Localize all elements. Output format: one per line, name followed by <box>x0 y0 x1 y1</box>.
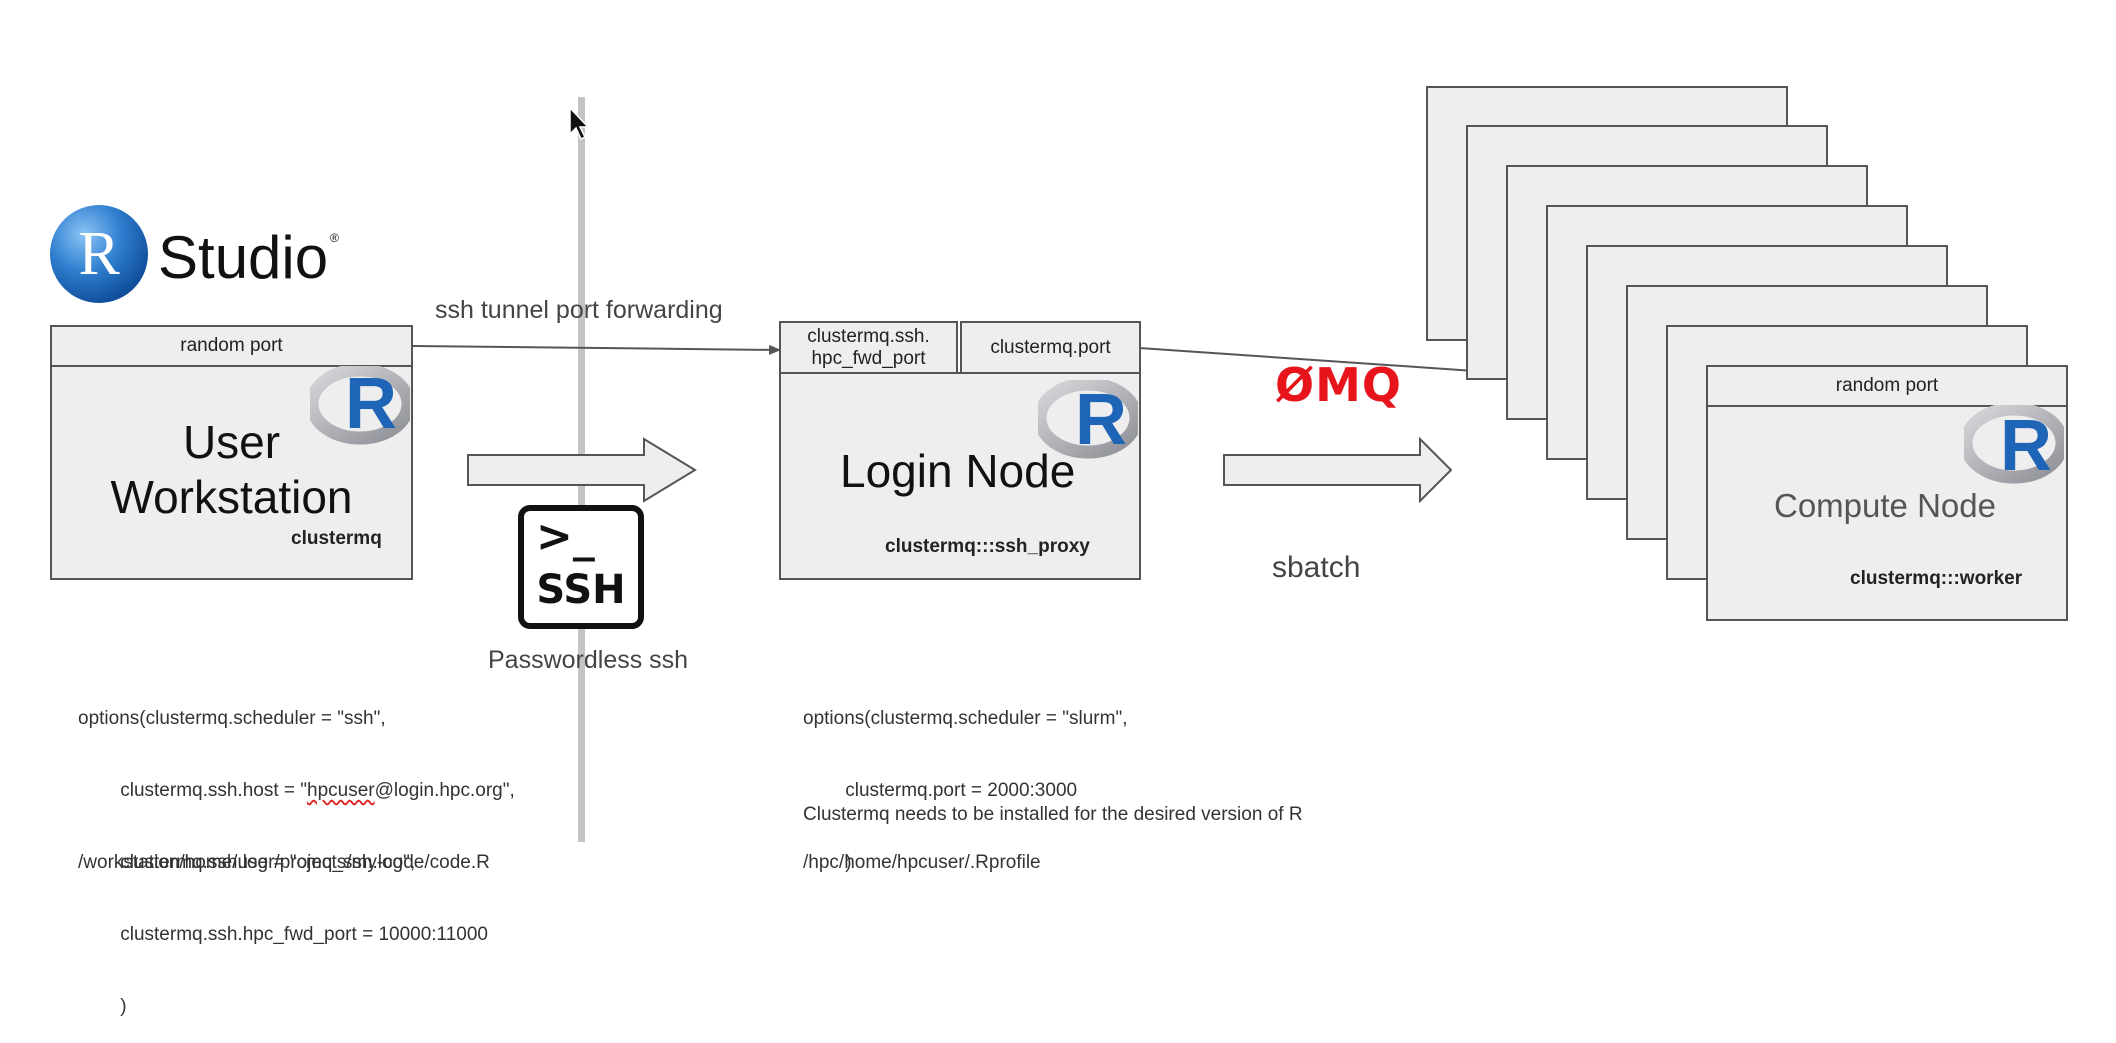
compute-node-subtitle: clustermq:::worker <box>1850 568 2023 589</box>
login-node-title: Login Node <box>840 445 1076 497</box>
r-logo-letter: R <box>345 364 397 444</box>
ssh-tunnel-label: ssh tunnel port forwarding <box>435 296 723 324</box>
login-node-subtitle: clustermq:::ssh_proxy <box>885 536 1090 557</box>
login-node-box <box>779 372 1141 580</box>
ssh-terminal-icon: >_ SSH <box>518 505 644 629</box>
zmq-label: ØMQ <box>1275 358 1402 412</box>
login-port-header: clustermq.port <box>960 321 1141 374</box>
rstudio-logo: R Studio ® <box>48 203 348 307</box>
compute-node-title: Compute Node <box>1774 487 1996 524</box>
r-logo-icon <box>310 366 410 445</box>
hpc-config-code: options(clustermq.scheduler = "slurm", c… <box>803 708 1128 873</box>
compute-port-label: random port <box>1835 375 1939 397</box>
install-note: Clustermq needs to be installed for the … <box>803 804 1303 825</box>
workstation-port-header: random port <box>50 325 413 367</box>
rstudio-r-letter: R <box>78 220 120 288</box>
mouse-cursor-icon <box>569 106 590 141</box>
r-logo-letter: R <box>2000 406 2052 486</box>
rstudio-ball-icon <box>50 205 148 303</box>
login-fwd-port-header: clustermq.ssh. hpc_fwd_port <box>779 321 958 374</box>
workstation-file-path: /workstation/home/user/projects/my-code/… <box>78 852 490 873</box>
passwordless-ssh-label: Passwordless ssh <box>488 646 689 674</box>
workstation-subtitle: clustermq <box>291 528 382 549</box>
r-logo-letter: R <box>1075 380 1127 460</box>
sbatch-label: sbatch <box>1272 551 1361 584</box>
ssh-block-arrow <box>467 437 697 503</box>
rstudio-registered: ® <box>330 231 339 245</box>
workstation-port-label: random port <box>180 335 283 357</box>
compute-port-header: random port <box>1706 365 2068 407</box>
sbatch-block-arrow <box>1223 437 1453 503</box>
rstudio-name: Studio <box>158 224 329 291</box>
hpc-file-path: /hpc/home/hpcuser/.Rprofile <box>803 852 1041 873</box>
workstation-title: User Workstation <box>110 416 353 524</box>
r-logo-icon <box>1964 405 2064 484</box>
r-logo-icon <box>1038 380 1138 459</box>
